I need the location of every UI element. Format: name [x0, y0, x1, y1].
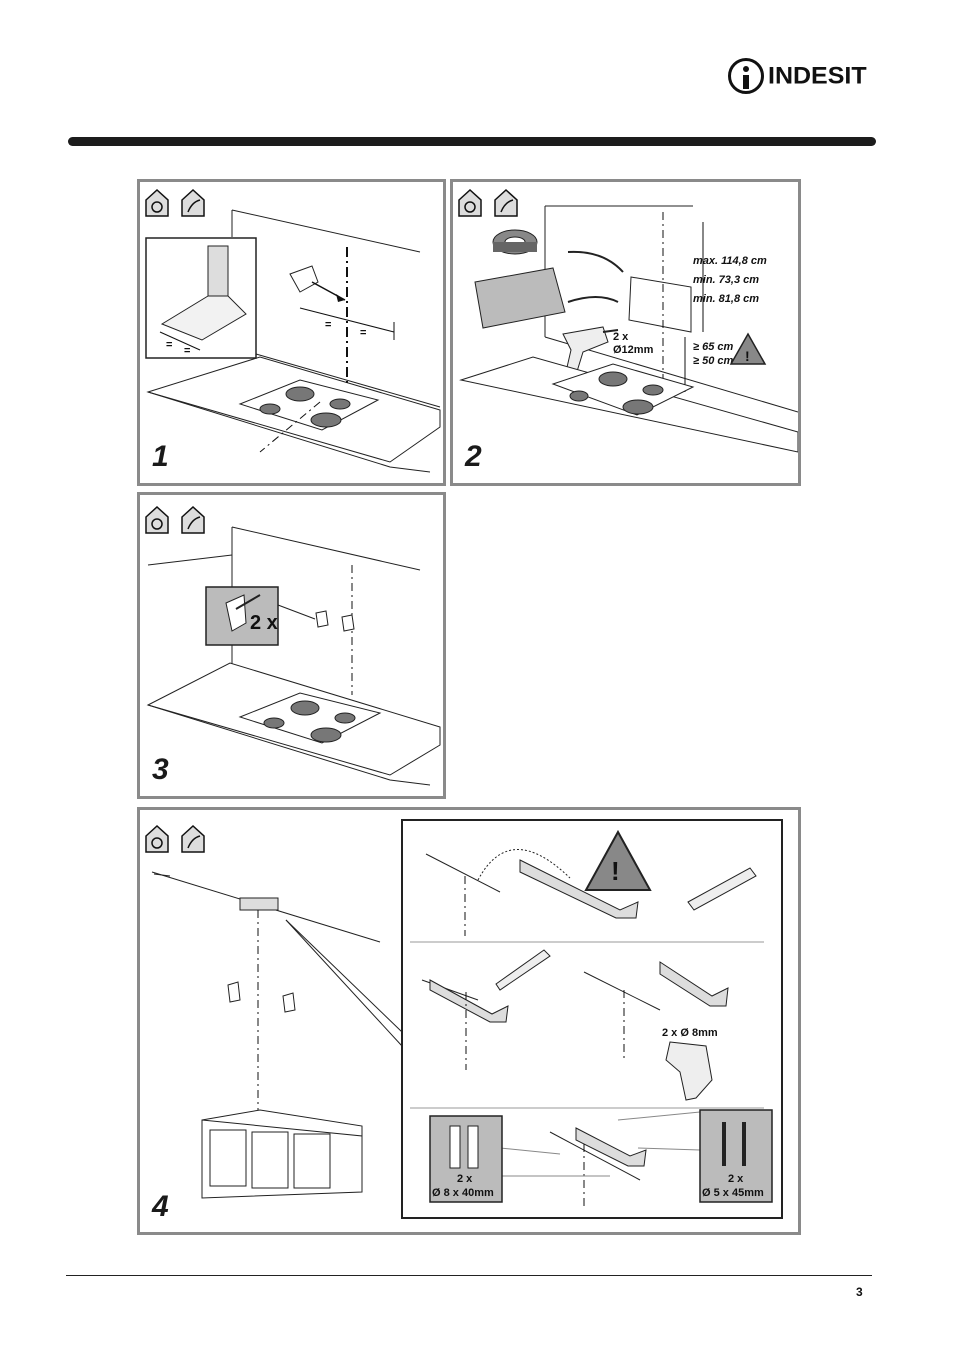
extraction-mode-icon [494, 188, 518, 217]
svg-text:=: = [325, 319, 331, 331]
dim-min-extract: min. 73,3 cm [693, 274, 759, 286]
brand-name: INDESIT [768, 62, 867, 89]
step-3-panel: 2 x 3 [137, 492, 446, 799]
svg-text:!: ! [745, 348, 750, 364]
indesit-logo-icon [728, 58, 764, 94]
step-3-illustration: 2 x [145, 505, 441, 786]
page-number: 3 [856, 1285, 863, 1299]
drill-count: 2 x [613, 331, 629, 343]
dim-min-filter: min. 81,8 cm [693, 293, 759, 305]
pencil-icon [687, 867, 757, 911]
step-2-panel: max. 114,8 cm min. 73,3 cm min. 81,8 cm … [450, 179, 801, 486]
extraction-mode-icon [181, 188, 205, 217]
step-4-illustration: ! 2 x Ø 8mm 2 x Ø 8 x 40mm [145, 819, 783, 1219]
step-number: 1 [152, 440, 169, 473]
filter-mode-icon [145, 505, 169, 534]
step-1-panel: = = = = 1 [137, 179, 446, 486]
brand-logo: INDESIT [728, 55, 873, 97]
plug-size: Ø 8 x 40mm [432, 1187, 494, 1199]
header-divider [68, 137, 876, 146]
dim-max: max. 114,8 cm [693, 255, 767, 267]
drill-icon [562, 326, 619, 379]
extraction-mode-icon [181, 824, 205, 853]
drill-icon [665, 1041, 713, 1101]
warning-icon: ! [584, 829, 652, 891]
plug-count: 2 x [457, 1173, 473, 1185]
svg-text:=: = [184, 345, 190, 357]
filter-mode-icon [458, 188, 482, 217]
step-number: 2 [465, 440, 482, 473]
step-number: 4 [152, 1190, 169, 1223]
svg-text:=: = [166, 339, 172, 351]
extraction-mode-icon [181, 505, 205, 534]
filter-mode-icon [145, 188, 169, 217]
warning-icon: ! [729, 332, 767, 365]
step-number: 3 [152, 753, 169, 786]
drill-size: Ø12mm [613, 344, 654, 356]
footer-divider [66, 1275, 872, 1276]
screw-size: Ø 5 x 45mm [702, 1187, 764, 1199]
step-2-illustration: max. 114,8 cm min. 73,3 cm min. 81,8 cm … [458, 188, 798, 453]
filter-mode-icon [145, 824, 169, 853]
svg-text:!: ! [611, 856, 620, 886]
svg-text:=: = [360, 327, 366, 339]
gas-clearance: ≥ 65 cm [693, 341, 734, 353]
electric-clearance: ≥ 50 cm [693, 355, 734, 367]
step-4-panel: ! 2 x Ø 8mm 2 x Ø 8 x 40mm [137, 807, 801, 1235]
drill-label: 2 x Ø 8mm [662, 1027, 718, 1039]
step-1-illustration: = = = = [145, 188, 441, 473]
bracket-count: 2 x [250, 612, 278, 634]
screw-count: 2 x [728, 1173, 744, 1185]
